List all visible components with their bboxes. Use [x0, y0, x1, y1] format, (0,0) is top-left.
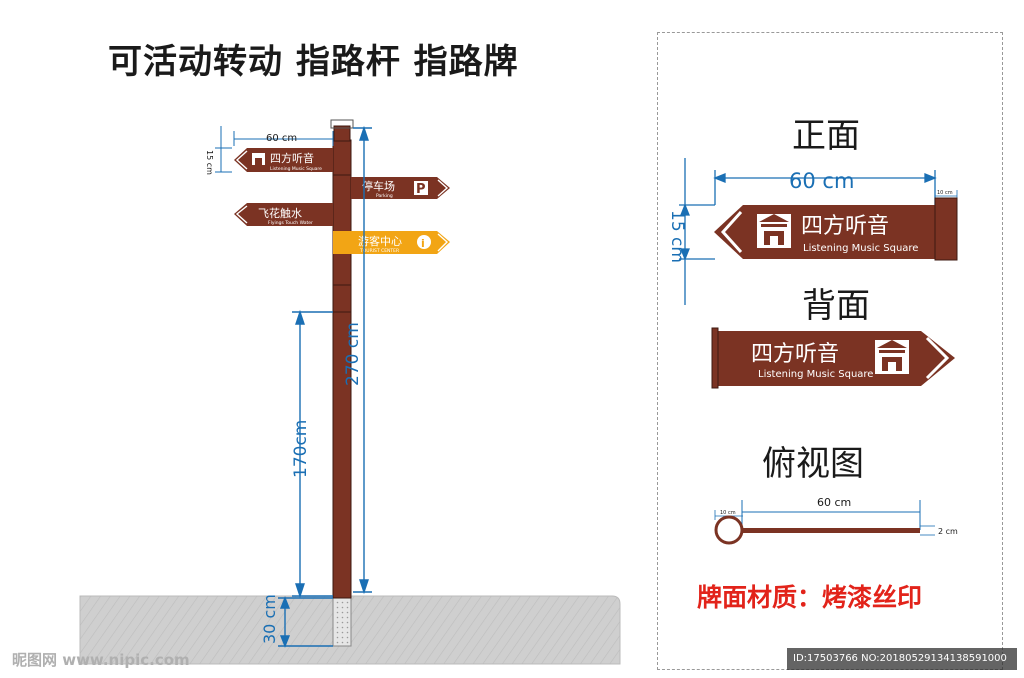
top-dim-length-label: 60 cm [817, 496, 851, 509]
sign-4-en: TOURIST CENTER [359, 248, 399, 254]
sign-3-cn: 飞花触水 [258, 206, 302, 220]
top-dim-thickness-label: 2 cm [938, 527, 958, 536]
sign-2-en: Parking [376, 193, 393, 199]
dim-buried [278, 596, 333, 648]
sign-1-en: Listening Music Square [270, 166, 322, 172]
pole-cap [333, 125, 351, 142]
sign-3-en: Flyings Touch Water [268, 220, 313, 226]
front-dim-pole-label: 10 cm [937, 190, 953, 196]
back-sign-en: Listening Music Square [758, 369, 873, 380]
dim-top-height [215, 126, 232, 173]
top-dim-thickness [920, 525, 935, 536]
front-pavilion-icon [757, 214, 791, 248]
dim-above-ground [292, 309, 333, 599]
sign-2-cn: 停车场 [362, 179, 395, 193]
front-sign-cn: 四方听音 [801, 214, 889, 239]
front-dim-width [713, 170, 937, 205]
top-view-heading: 俯视图 [762, 444, 864, 484]
pole-footing [332, 597, 352, 647]
back-heading: 背面 [802, 286, 870, 326]
watermark: 昵图网 www.nipic.com [12, 651, 190, 669]
front-dim-height-label: 15 cm [667, 210, 687, 263]
dim-buried-label: 30 cm [260, 594, 279, 644]
parking-icon [414, 181, 428, 195]
sign-4-cn: 游客中心 [358, 234, 402, 248]
dim-top-height-label: 15 cm [205, 150, 214, 175]
top-sign-bar [742, 528, 920, 533]
detail-drawings: 60 cm 10 cm 15 cm 四方听音 Listening Music S… [667, 158, 958, 545]
sign-1-cn: 四方听音 [270, 151, 314, 165]
svg-text:P: P [416, 182, 426, 197]
dim-total-label: 270 cm [343, 322, 363, 386]
front-pole [934, 197, 958, 261]
signpost-drawing: 四方听音 Listening Music Square 停车场 Parking … [79, 119, 621, 665]
front-dim-height [679, 158, 715, 305]
sign-3 [234, 203, 333, 226]
dim-above-ground-label: 170cm [291, 420, 311, 478]
dim-top-width-label: 60 cm [266, 133, 297, 144]
dim-top-width [233, 131, 334, 146]
top-dim-pole-label: 10 cm [720, 510, 736, 516]
top-pole-circle [714, 515, 744, 545]
back-pavilion-icon [875, 340, 909, 374]
front-dim-width-label: 60 cm [789, 169, 854, 193]
front-sign-en: Listening Music Square [803, 243, 918, 254]
svg-text:i: i [421, 237, 425, 250]
back-pole [711, 327, 719, 389]
info-icon [417, 235, 431, 249]
page-title: 可活动转动 指路杆 指路牌 [108, 42, 519, 82]
front-heading: 正面 [792, 116, 860, 156]
image-id-bar: ID:17503766 NO:20180529134138591000 [787, 648, 1017, 670]
back-sign-cn: 四方听音 [751, 342, 839, 367]
material-note: 牌面材质：烤漆丝印 [697, 583, 923, 612]
dim-total [353, 125, 372, 595]
